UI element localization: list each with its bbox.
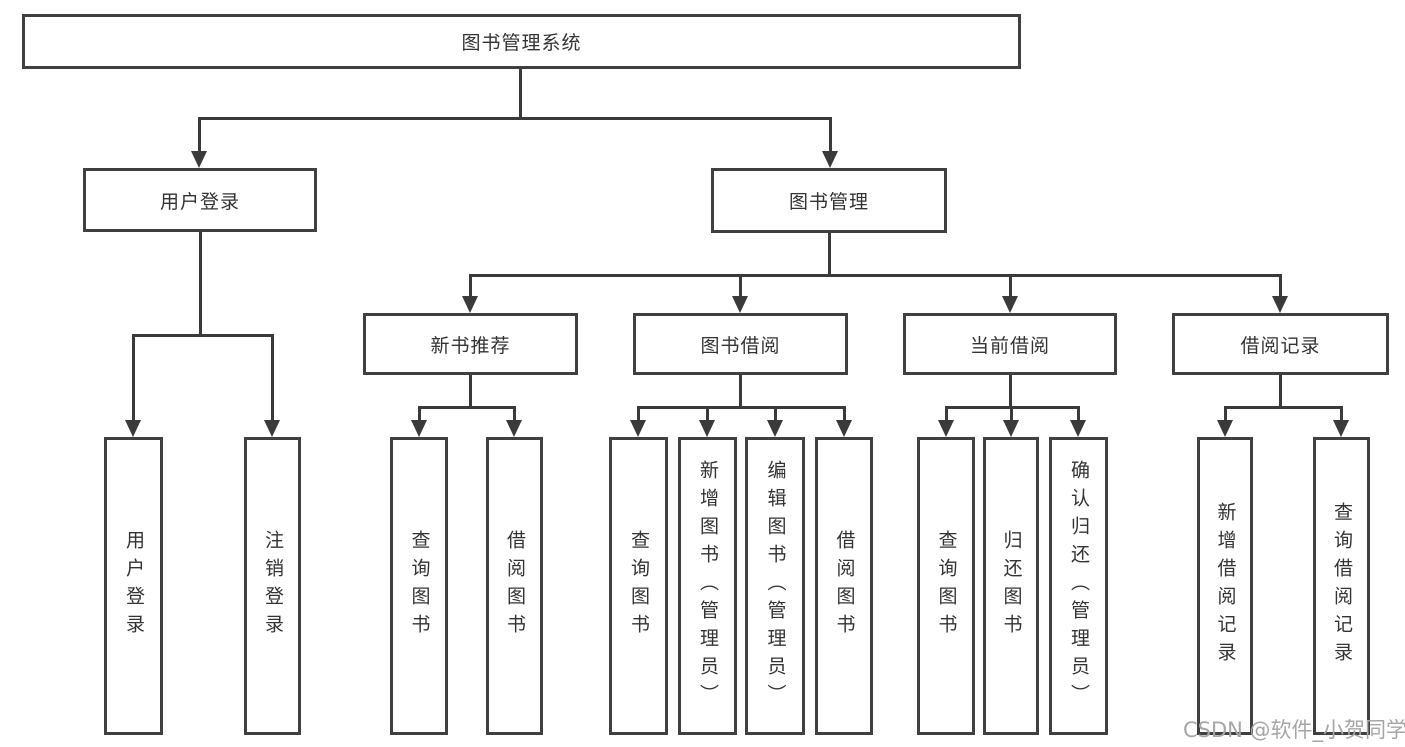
node-leaf-borrow-book-2: 借阅图书 (815, 437, 873, 735)
node-leaf-borrow-book-1: 借阅图书 (486, 437, 543, 735)
arrow-down-icon (822, 151, 838, 168)
connector-arrow-shaft (842, 407, 846, 423)
connector-arrow-shaft (1223, 407, 1227, 423)
node-leaf-add-record: 新增借阅记录 (1197, 437, 1253, 735)
connector-arrow-shaft (738, 275, 742, 299)
connector-vline (518, 69, 522, 120)
connector-hline (197, 116, 832, 120)
node-label: 新增借阅记录 (1214, 502, 1237, 670)
node-label: 确认归还（管理员） (1068, 460, 1090, 712)
node-current-borrow: 当前借阅 (903, 313, 1117, 375)
arrow-down-icon (1333, 420, 1349, 437)
arrow-down-icon (191, 151, 207, 168)
connector-hline (1223, 405, 1343, 409)
arrow-down-icon (938, 420, 954, 437)
connector-vline (738, 375, 742, 409)
connector-arrow-shaft (705, 407, 709, 423)
node-leaf-logout: 注销登录 (244, 437, 301, 735)
node-label: 图书管理 (788, 191, 869, 213)
arrow-down-icon (462, 296, 478, 313)
node-user-login: 用户登录 (83, 168, 317, 232)
arrow-down-icon (1070, 420, 1086, 437)
connector-arrow-shaft (1076, 407, 1080, 423)
node-leaf-add-book: 新增图书（管理员） (678, 437, 737, 735)
node-label: 图书借阅 (700, 334, 781, 357)
node-borrow-record: 借阅记录 (1172, 313, 1389, 375)
node-label: 用户登录 (159, 190, 240, 213)
arrow-down-icon (1002, 296, 1018, 313)
arrow-down-icon (125, 420, 141, 437)
connector-arrow-shaft (131, 335, 135, 423)
connector-arrow-shaft (1008, 275, 1012, 299)
connector-arrow-shaft (773, 407, 777, 423)
arrow-down-icon (1003, 420, 1019, 437)
node-label: 编辑图书（管理员） (764, 460, 787, 712)
arrow-down-icon (264, 420, 280, 437)
connector-arrow-shaft (512, 407, 516, 423)
node-label: 借阅图书 (504, 530, 526, 642)
node-leaf-query-book-2: 查询图书 (609, 437, 668, 735)
arrow-down-icon (699, 420, 715, 437)
connector-hline (417, 405, 516, 409)
connector-vline (198, 232, 202, 337)
connector-hline (468, 273, 1282, 277)
connector-vline (1278, 375, 1282, 409)
node-label: 当前借阅 (969, 334, 1050, 357)
node-label: 新书推荐 (430, 334, 511, 357)
watermark: CSDN @软件_小贺同学 (1183, 718, 1405, 742)
connector-arrow-shaft (828, 118, 832, 154)
node-root: 图书管理系统 (22, 14, 1021, 69)
arrow-down-icon (767, 420, 783, 437)
node-label: 借阅记录 (1240, 334, 1321, 357)
connector-vline (1008, 375, 1012, 409)
node-leaf-user-login: 用户登录 (104, 437, 163, 735)
connector-vline (827, 233, 831, 277)
connector-hline (131, 333, 274, 337)
node-label: 查询图书 (408, 530, 431, 642)
node-label: 查询借阅记录 (1331, 502, 1353, 670)
node-leaf-return-book: 归还图书 (983, 437, 1039, 735)
node-leaf-confirm-return: 确认归还（管理员） (1049, 437, 1108, 735)
connector-arrow-shaft (270, 335, 274, 423)
node-book-mgmt: 图书管理 (711, 168, 947, 233)
node-leaf-query-book-1: 查询图书 (390, 437, 448, 735)
node-leaf-query-book-3: 查询图书 (917, 437, 975, 735)
node-label: 图书管理系统 (461, 32, 582, 54)
node-label: 借阅图书 (833, 530, 856, 642)
connector-arrow-shaft (1339, 407, 1343, 423)
connector-vline (468, 375, 472, 409)
arrow-down-icon (411, 420, 427, 437)
arrow-down-icon (506, 420, 522, 437)
connector-arrow-shaft (197, 118, 201, 154)
node-leaf-edit-book: 编辑图书（管理员） (745, 437, 805, 735)
node-label: 查询图书 (935, 530, 958, 642)
node-label: 归还图书 (1000, 530, 1023, 642)
node-label: 用户登录 (123, 530, 145, 642)
node-new-book-rec: 新书推荐 (363, 313, 578, 375)
arrow-down-icon (1217, 420, 1233, 437)
connector-arrow-shaft (468, 275, 472, 299)
connector-arrow-shaft (636, 407, 640, 423)
connector-arrow-shaft (1009, 407, 1013, 423)
node-label: 查询图书 (628, 530, 650, 642)
connector-arrow-shaft (1278, 275, 1282, 299)
connector-hline (636, 405, 846, 409)
arrow-down-icon (1272, 296, 1288, 313)
arrow-down-icon (630, 420, 646, 437)
arrow-down-icon (836, 420, 852, 437)
node-book-borrow: 图书借阅 (633, 313, 848, 375)
connector-arrow-shaft (417, 407, 421, 423)
node-label: 注销登录 (262, 530, 284, 642)
node-label: 新增图书（管理员） (697, 460, 719, 712)
connector-arrow-shaft (944, 407, 948, 423)
node-leaf-query-record: 查询借阅记录 (1313, 437, 1370, 735)
arrow-down-icon (732, 296, 748, 313)
